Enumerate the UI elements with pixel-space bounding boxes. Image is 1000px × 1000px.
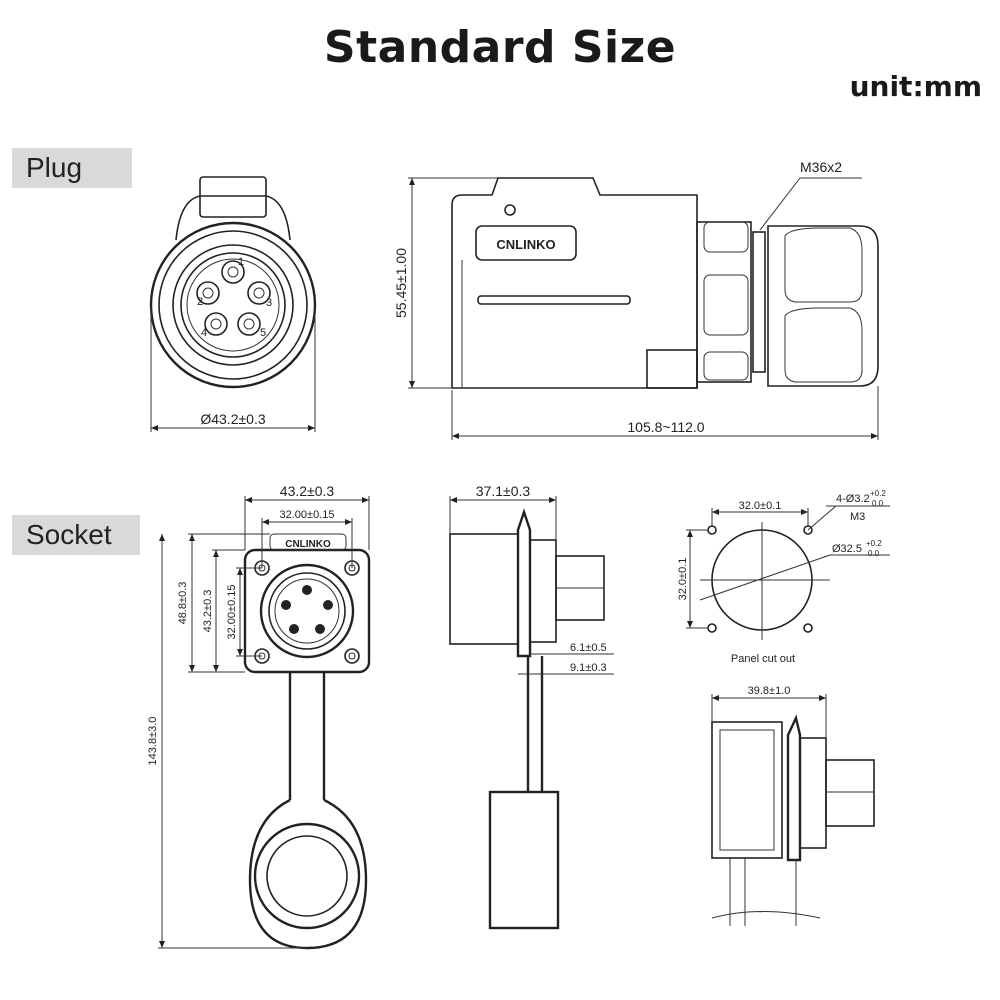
cutout-dia-tol-up: +0.2 — [866, 539, 882, 548]
socket-side-d1-dim: 6.1±0.5 — [570, 642, 607, 654]
unit-label: unit:mm — [849, 70, 982, 103]
socket-width-dim: 43.2±0.3 — [280, 483, 335, 499]
cutout-hole-tl — [707, 525, 717, 535]
plug-pin-1 — [221, 260, 245, 284]
cutout-width-dim: 32.0±0.1 — [739, 500, 782, 512]
socket-h2-dim: 43.2±0.3 — [202, 590, 214, 633]
plug-thread-dim: M36x2 — [800, 159, 842, 175]
plug-pin-3 — [247, 281, 271, 305]
plug-pin-4 — [204, 312, 228, 336]
plug-pin-label-3: 3 — [266, 297, 272, 309]
plug-pin-label-5: 5 — [260, 327, 266, 339]
plug-side-view: CNLINKO 55.45±1.00 105.8~112.0 M36x2 — [393, 159, 879, 440]
section-label-socket: Socket — [12, 515, 140, 555]
socket-front-view: CNLINKO 43.2±0.3 32.00±0.15 48.8±0.3 43.… — [147, 483, 371, 950]
cutout-holes-dim: 4-Ø3.2 — [836, 493, 870, 505]
plug-front-view: 1 2 3 4 5 Ø43.2±0.3 — [149, 176, 317, 432]
page-title: Standard Size — [323, 22, 677, 73]
panel-cutout-view: 32.0±0.1 32.0±0.1 4-Ø3.2 +0.2 0.0 M3 Ø32… — [677, 489, 890, 665]
plug-pin-2 — [196, 281, 220, 305]
socket-logo: CNLINKO — [285, 539, 331, 550]
plug-pin-label-2: 2 — [197, 296, 203, 308]
cutout-height-dim: 32.0±0.1 — [677, 558, 689, 601]
socket-rear-view: 39.8±1.0 — [711, 685, 875, 926]
rear-width-dim: 39.8±1.0 — [748, 685, 791, 697]
socket-inner-width-dim: 32.00±0.15 — [280, 509, 335, 521]
plug-length-dim: 105.8~112.0 — [627, 419, 704, 435]
cutout-holes-tol-up: +0.2 — [870, 489, 886, 498]
cutout-thread-dim: M3 — [850, 511, 865, 523]
plug-diameter-dim: Ø43.2±0.3 — [200, 411, 265, 427]
socket-h3-dim: 32.00±0.15 — [226, 585, 238, 640]
plug-height-dim: 55.45±1.00 — [393, 248, 409, 318]
cutout-hole-br — [803, 623, 813, 633]
plug-logo: CNLINKO — [496, 237, 555, 252]
socket-side-view: 37.1±0.3 6.1±0.5 9.1±0.3 — [449, 483, 614, 930]
section-label-plug: Plug — [12, 148, 132, 188]
socket-total-dim: 143.8±3.0 — [147, 717, 159, 766]
cutout-holes-tol-dn: 0.0 — [872, 499, 884, 508]
plug-pin-5 — [237, 312, 261, 336]
cutout-caption: Panel cut out — [731, 653, 795, 665]
socket-side-d2-dim: 9.1±0.3 — [570, 662, 607, 674]
cutout-dia-dim: Ø32.5 — [832, 543, 862, 555]
plug-pin-label-4: 4 — [201, 327, 207, 339]
socket-h1-dim: 48.8±0.3 — [177, 582, 189, 625]
cutout-dia-tol-dn: 0.0 — [868, 549, 880, 558]
cutout-hole-bl — [707, 623, 717, 633]
socket-side-width-dim: 37.1±0.3 — [476, 483, 531, 499]
plug-pin-label-1: 1 — [238, 256, 244, 268]
